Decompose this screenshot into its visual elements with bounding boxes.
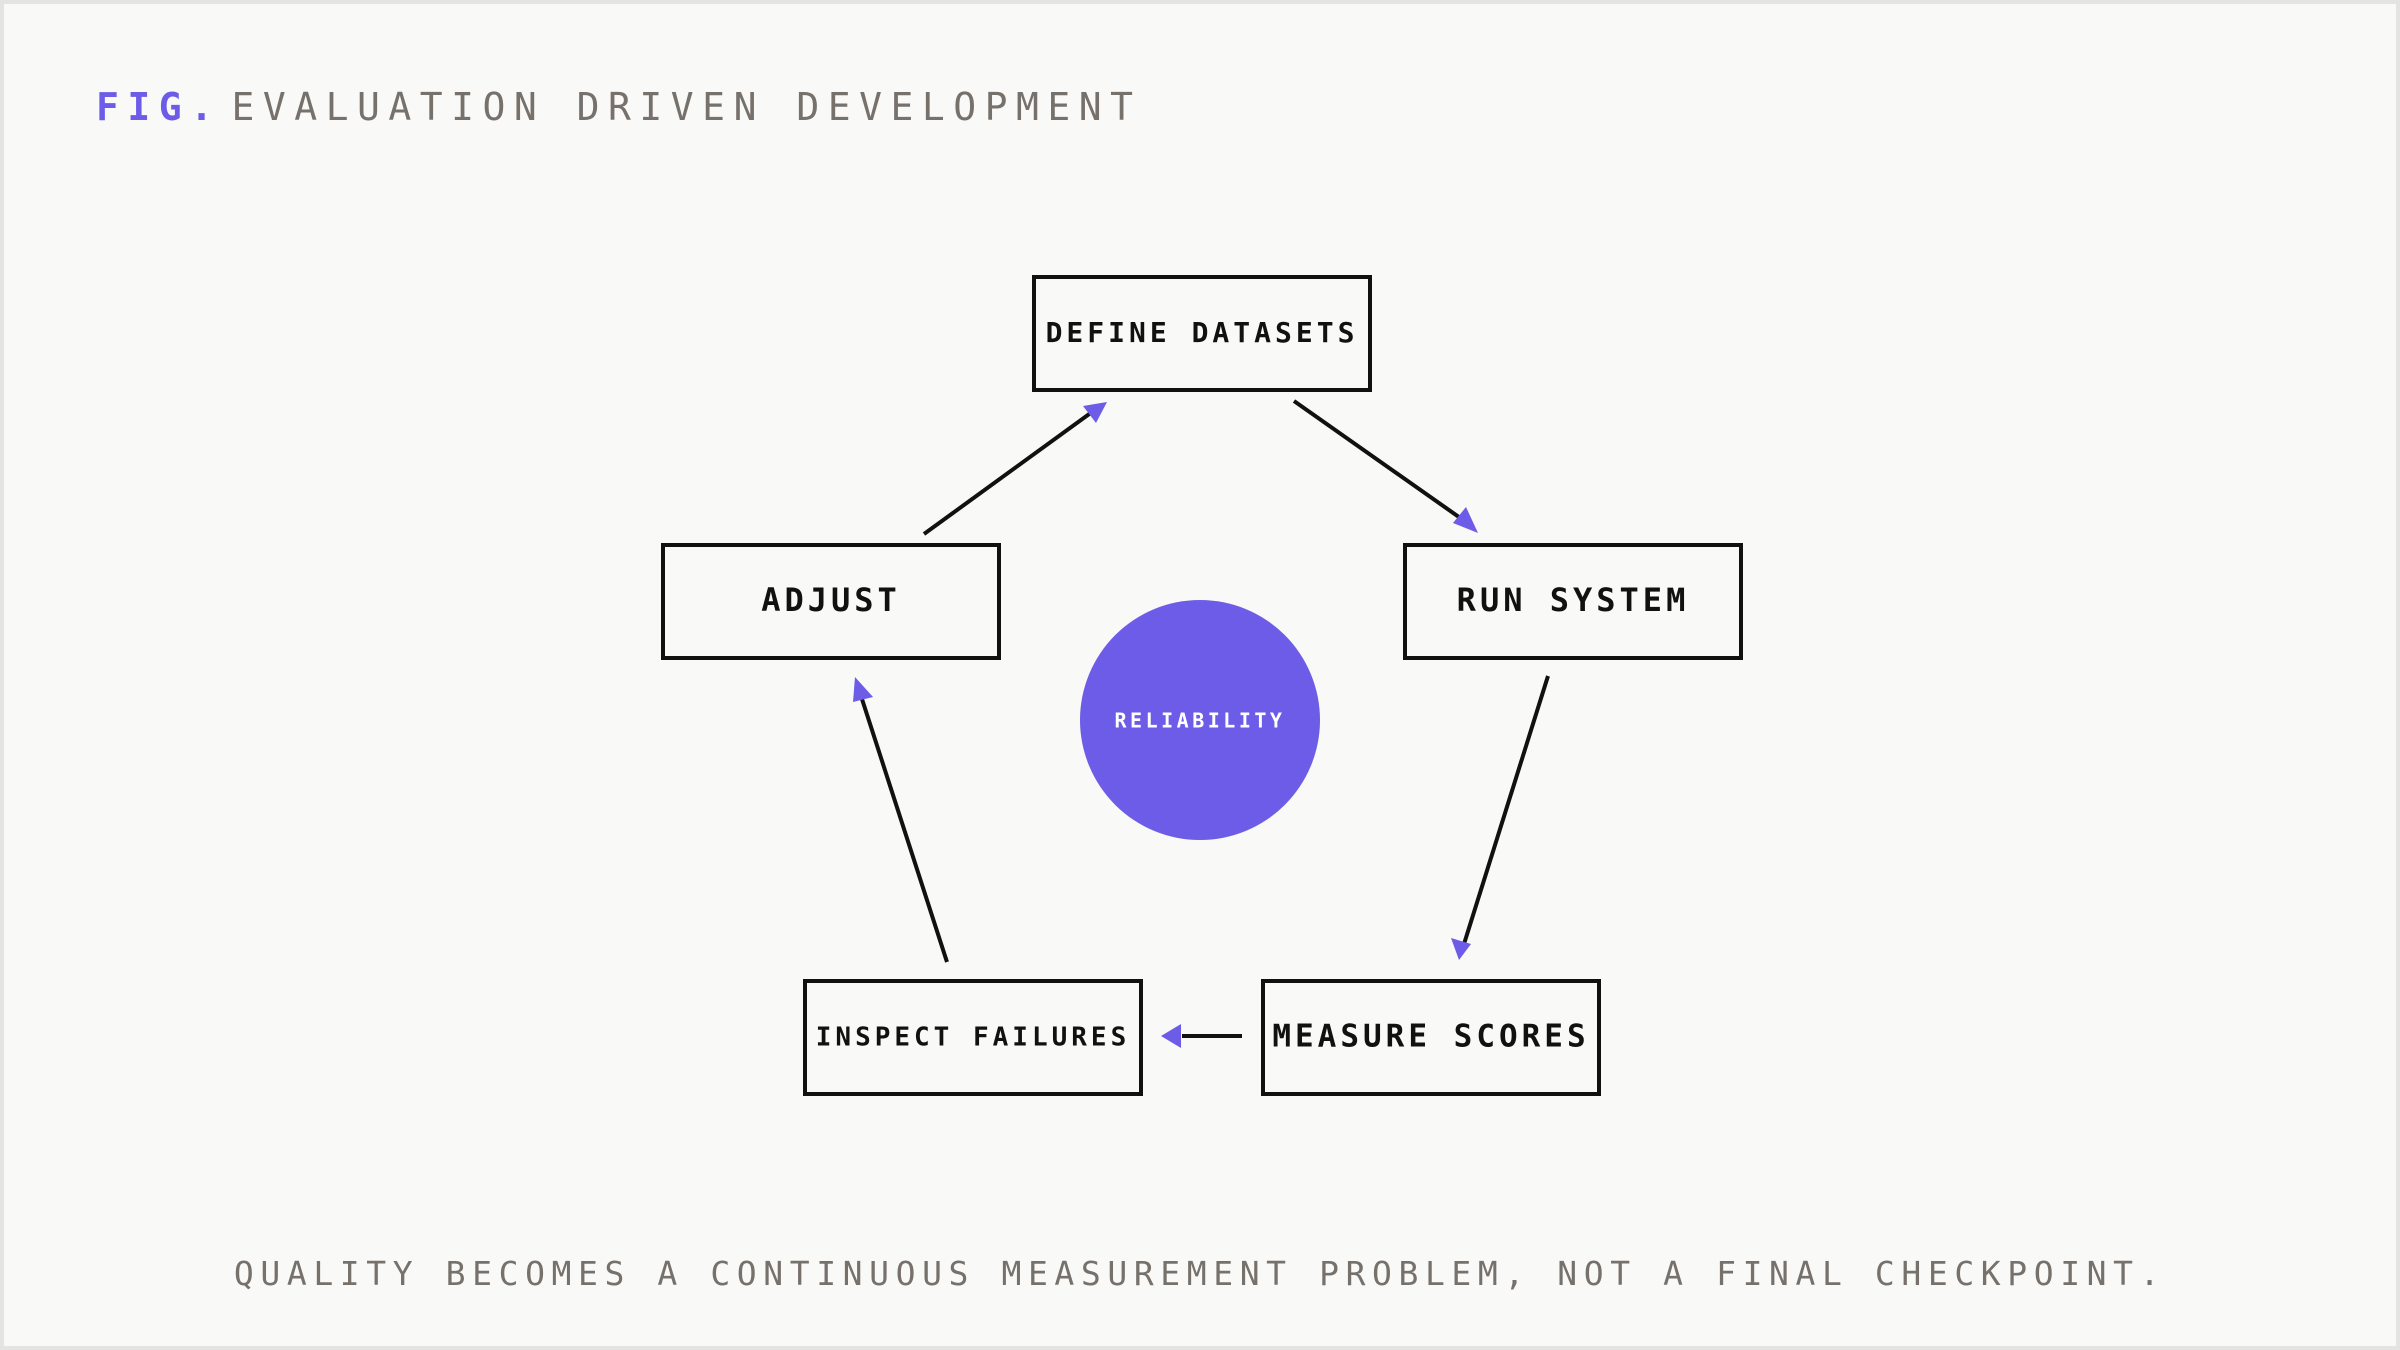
cycle-diagram: DEFINE DATASETS RUN SYSTEM MEASURE SCORE… <box>661 275 1743 1096</box>
node-label-run-system: RUN SYSTEM <box>1457 581 1690 619</box>
node-run-system: RUN SYSTEM <box>1403 543 1743 660</box>
reliability-hub: RELIABILITY <box>1080 600 1320 840</box>
connector-define-to-run <box>1292 399 1468 524</box>
node-define-datasets: DEFINE DATASETS <box>1032 275 1372 392</box>
node-measure-scores: MEASURE SCORES <box>1261 979 1601 1096</box>
node-adjust: ADJUST <box>661 543 1001 660</box>
arrowhead-run <box>1453 507 1478 533</box>
figure-title: FIG.EVALUATION DRIVEN DEVELOPMENT <box>96 88 1141 126</box>
node-label-measure-scores: MEASURE SCORES <box>1272 1019 1589 1055</box>
node-label-define-datasets: DEFINE DATASETS <box>1046 316 1359 349</box>
arrowhead-inspect <box>1161 1024 1181 1048</box>
connector-run-to-measure <box>1462 675 1550 945</box>
figure-caption: QUALITY BECOMES A CONTINUOUS MEASUREMENT… <box>233 1254 2167 1293</box>
arrowhead-adjust <box>853 677 873 702</box>
connector-inspect-to-adjust <box>859 695 949 963</box>
connectors <box>853 399 1550 1048</box>
arrowhead-measure <box>1451 938 1471 960</box>
node-label-inspect-failures: INSPECT FAILURES <box>816 1023 1130 1053</box>
node-inspect-failures: INSPECT FAILURES <box>803 979 1143 1096</box>
node-label-adjust: ADJUST <box>761 581 901 619</box>
figure-title-text: EVALUATION DRIVEN DEVELOPMENT <box>231 85 1142 129</box>
hub-label: RELIABILITY <box>1115 709 1286 733</box>
figure-prefix: FIG. <box>96 85 222 129</box>
arrowhead-define <box>1083 402 1107 423</box>
connector-adjust-to-define <box>922 410 1094 536</box>
